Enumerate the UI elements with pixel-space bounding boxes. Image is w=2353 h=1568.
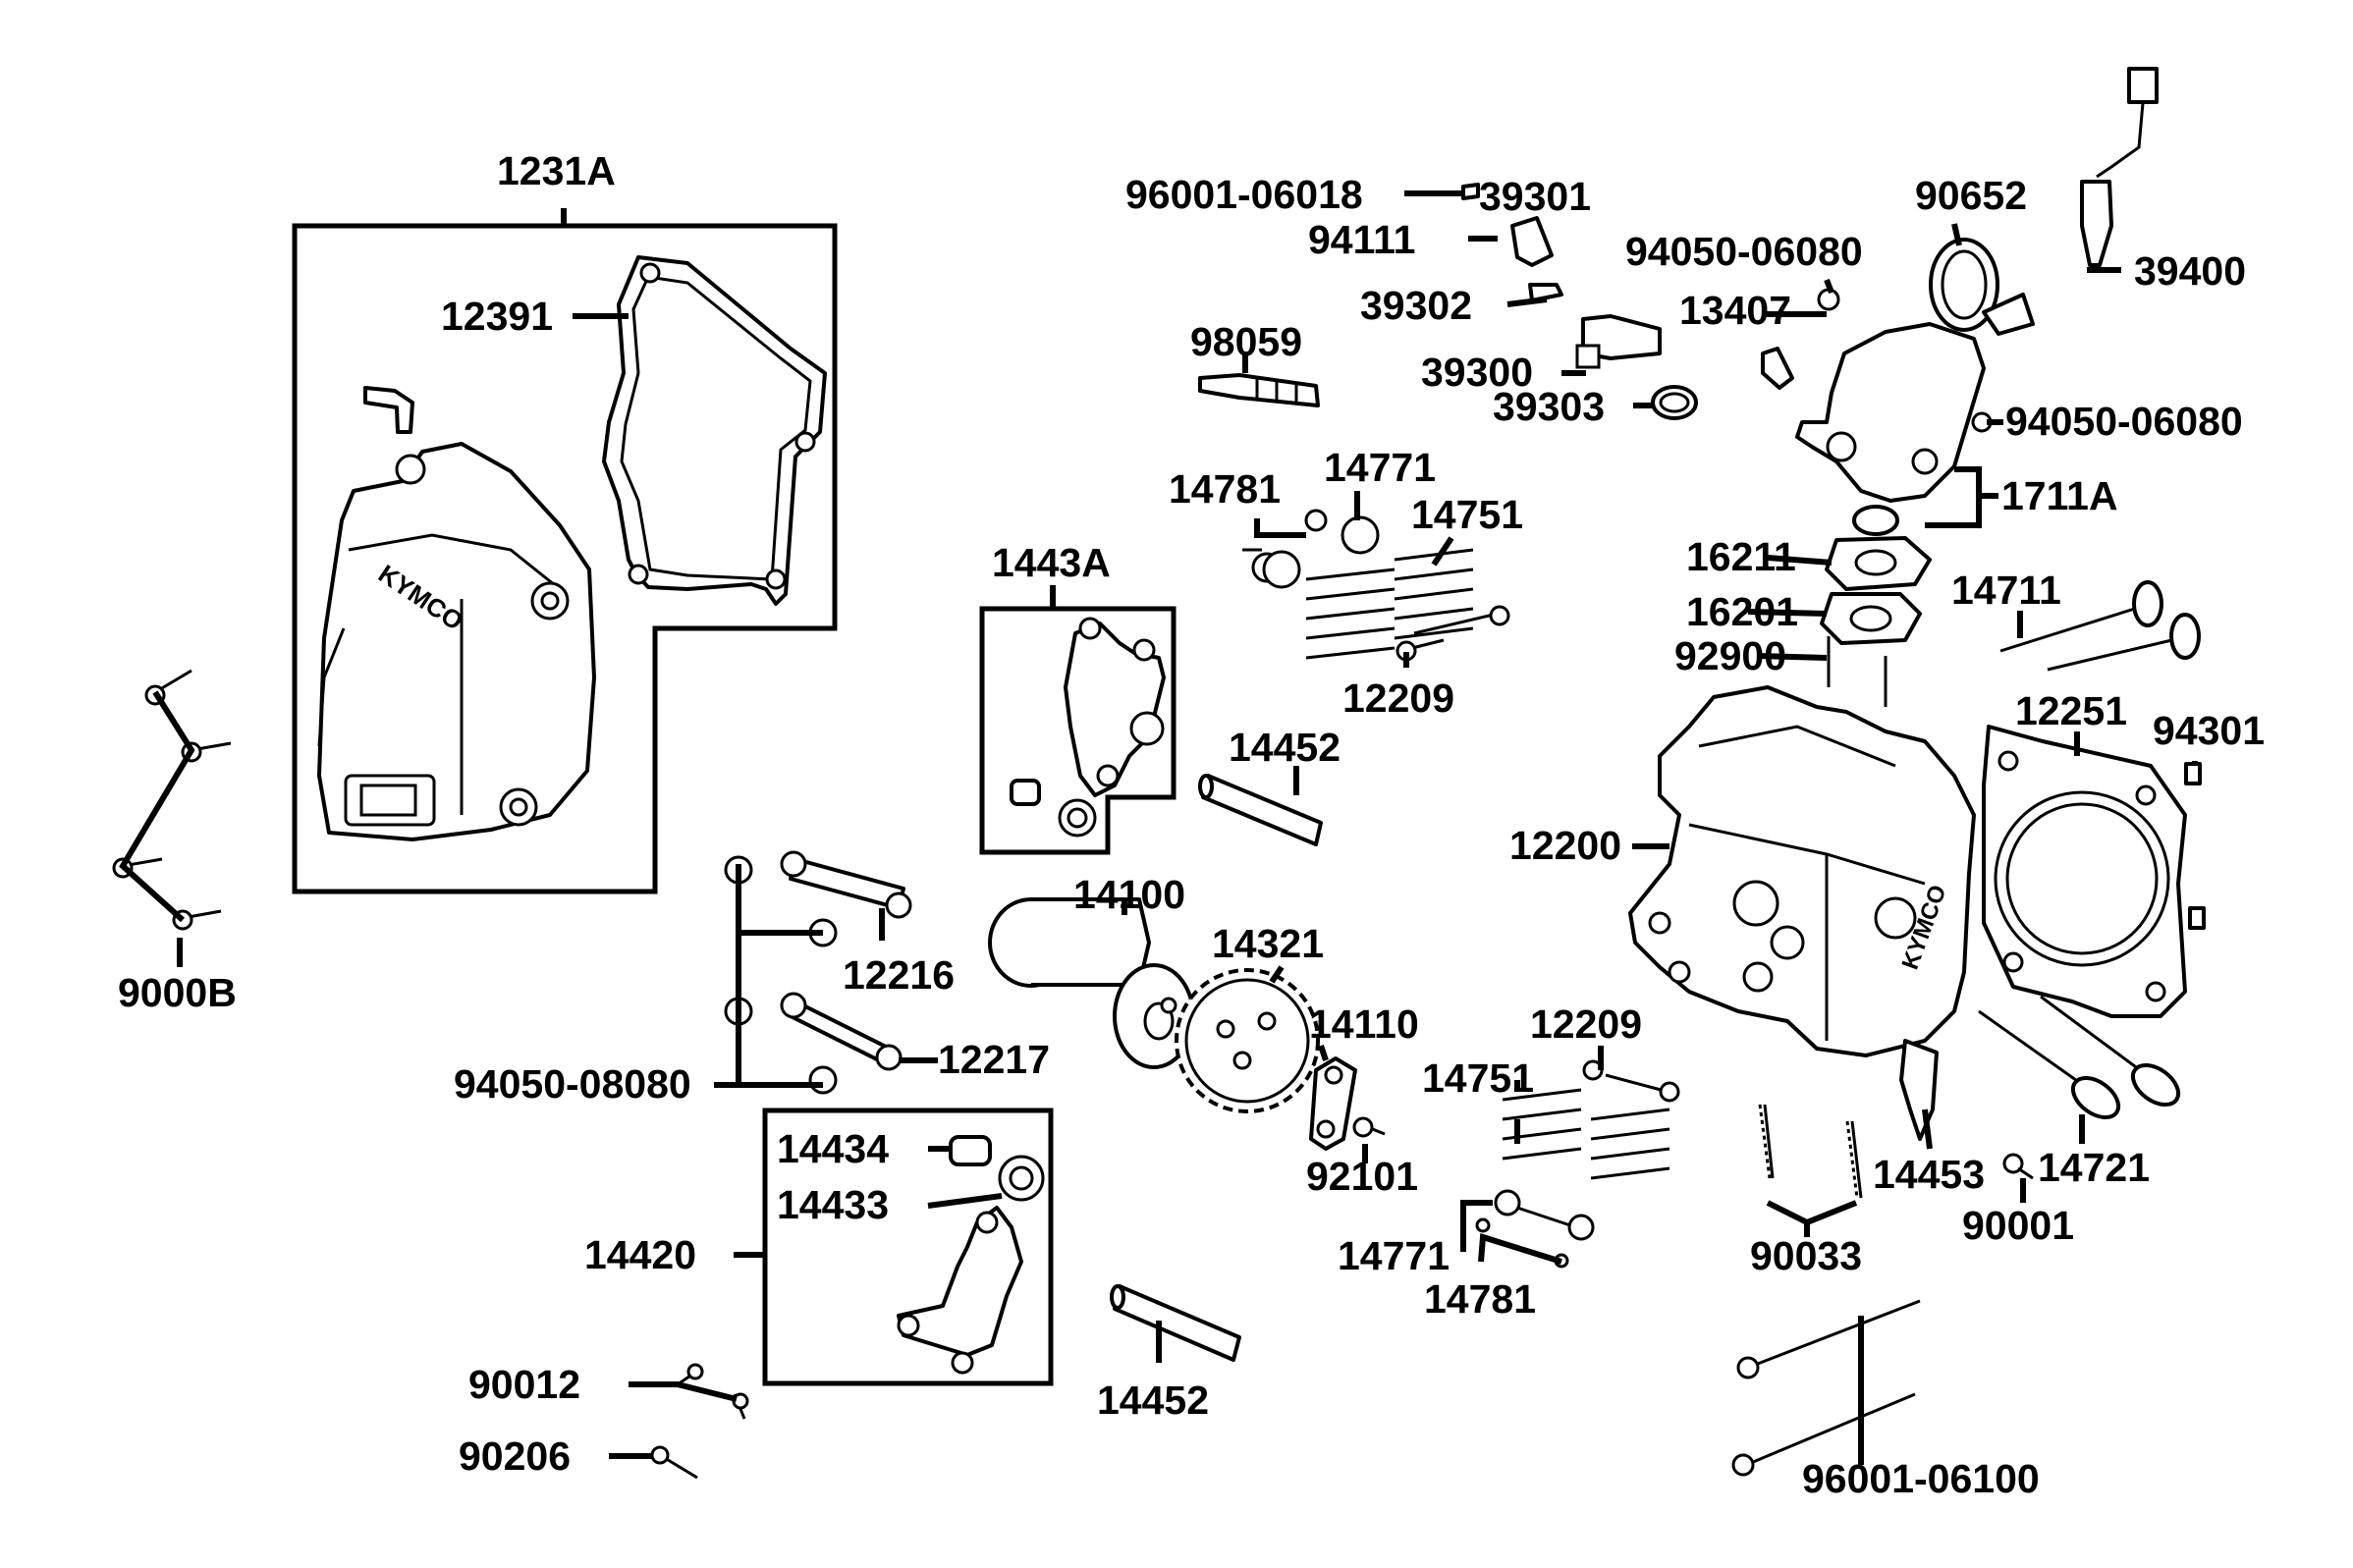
- spark-plug: [1198, 373, 1320, 407]
- label-14751-bottom: 14751: [1422, 1055, 1534, 1101]
- chain-guide-bracket: [1899, 1039, 1939, 1141]
- link-12216: [780, 850, 912, 919]
- fuel-injector-assembly: [1461, 183, 1698, 420]
- label-14771-bottom: 14771: [1338, 1233, 1450, 1278]
- camshaft: [988, 897, 1195, 1069]
- cam-chain-tensioner: [1309, 1056, 1386, 1151]
- rocker-arm-14420: [897, 1135, 1045, 1375]
- label-92900: 92900: [1674, 633, 1786, 678]
- cylinder-head: KYMCO: [1628, 685, 1976, 1057]
- thermostat-housing: [1761, 288, 1993, 536]
- label-12217: 12217: [938, 1037, 1050, 1082]
- label-16201: 16201: [1686, 589, 1798, 634]
- label-98059: 98059: [1190, 319, 1302, 364]
- breather-elbow: [363, 386, 414, 434]
- label-14321: 14321: [1212, 921, 1324, 966]
- studs-92900: [1827, 636, 1888, 707]
- rocker-arm-1443A: [1010, 617, 1166, 838]
- label-94050-08080: 94050-08080: [454, 1061, 691, 1107]
- callout-labels: 1231A 12391 9000B 96001-06018 39301 9411…: [118, 148, 2265, 1501]
- label-14452-bottom: 14452: [1097, 1378, 1209, 1423]
- rocker-shaft-lower: [1110, 1284, 1241, 1362]
- head-cover-gasket: [602, 255, 827, 606]
- valve-springs-lower: [1475, 1059, 1680, 1269]
- nuts-94050-08080: [724, 855, 838, 1095]
- label-1443A: 1443A: [992, 540, 1111, 585]
- label-90012: 90012: [468, 1362, 580, 1407]
- label-90652: 90652: [1915, 173, 2027, 218]
- cylinder-head-cover: KYMCO: [317, 442, 596, 841]
- label-14434: 14434: [777, 1126, 889, 1171]
- rocker-shaft-upper: [1198, 774, 1323, 846]
- label-94111: 94111: [1308, 217, 1416, 262]
- label-13407: 13407: [1679, 288, 1791, 333]
- label-39301: 39301: [1479, 174, 1591, 219]
- intake-exhaust-valves-top: [1999, 580, 2201, 672]
- valves-14721: [1978, 995, 2181, 1120]
- label-12209-bottom: 12209: [1530, 1001, 1642, 1047]
- long-bolts-96001-06100: [1731, 1299, 1921, 1477]
- label-14711: 14711: [1951, 568, 2061, 613]
- label-14452-top: 14452: [1229, 725, 1341, 770]
- label-94050-06080-top: 94050-06080: [1625, 229, 1863, 274]
- label-12391: 12391: [441, 294, 553, 339]
- label-90001: 90001: [1962, 1203, 2074, 1248]
- group-box-14420: [762, 1108, 1054, 1386]
- label-96001-06018: 96001-06018: [1125, 172, 1363, 217]
- label-14751-top: 14751: [1411, 492, 1523, 537]
- label-14721: 14721: [2038, 1145, 2150, 1190]
- group-box-1443A: [979, 606, 1176, 855]
- label-39300: 39300: [1421, 350, 1533, 395]
- label-14771-top: 14771: [1324, 445, 1436, 490]
- hose-clamp: [1929, 238, 2035, 336]
- temperature-sensor: [2080, 67, 2159, 267]
- label-39400: 39400: [2134, 248, 2246, 294]
- label-39302: 39302: [1360, 283, 1472, 328]
- dowel-pin: [2184, 762, 2206, 930]
- label-12200: 12200: [1509, 823, 1621, 868]
- label-12251: 12251: [2015, 688, 2127, 733]
- label-1231A: 1231A: [497, 148, 616, 193]
- valve-springs-upper: [1242, 509, 1510, 662]
- link-12217: [780, 992, 903, 1071]
- studs-90033: [1758, 1104, 1863, 1199]
- label-14420: 14420: [584, 1232, 696, 1277]
- group-box-1231A: [292, 223, 838, 894]
- label-94301: 94301: [2153, 708, 2265, 753]
- cam-sprocket: [1175, 968, 1320, 1113]
- label-9000B: 9000B: [118, 970, 237, 1015]
- label-14433: 14433: [777, 1182, 889, 1227]
- label-14100: 14100: [1073, 872, 1185, 917]
- label-14110: 14110: [1309, 1001, 1419, 1047]
- label-90206: 90206: [459, 1433, 571, 1479]
- head-gasket: [1982, 725, 2187, 1018]
- bolts-9000B: [112, 669, 232, 931]
- label-12216: 12216: [843, 952, 955, 998]
- screw-90001: [2002, 1153, 2034, 1180]
- label-39303: 39303: [1493, 384, 1605, 429]
- label-14781-bottom: 14781: [1424, 1276, 1536, 1322]
- label-1711A: 1711A: [2001, 473, 2118, 518]
- label-12209-top: 12209: [1342, 676, 1454, 721]
- label-90033: 90033: [1750, 1233, 1862, 1278]
- leader-lines: [119, 190, 2198, 1465]
- label-92101: 92101: [1306, 1154, 1418, 1199]
- label-94050-06080-right: 94050-06080: [2005, 399, 2243, 444]
- thermostat-gaskets: [1820, 536, 1932, 645]
- label-96001-06100: 96001-06100: [1802, 1456, 2040, 1501]
- label-14453: 14453: [1873, 1152, 1985, 1197]
- label-16211: 16211: [1686, 534, 1796, 579]
- label-14781-top: 14781: [1169, 466, 1281, 512]
